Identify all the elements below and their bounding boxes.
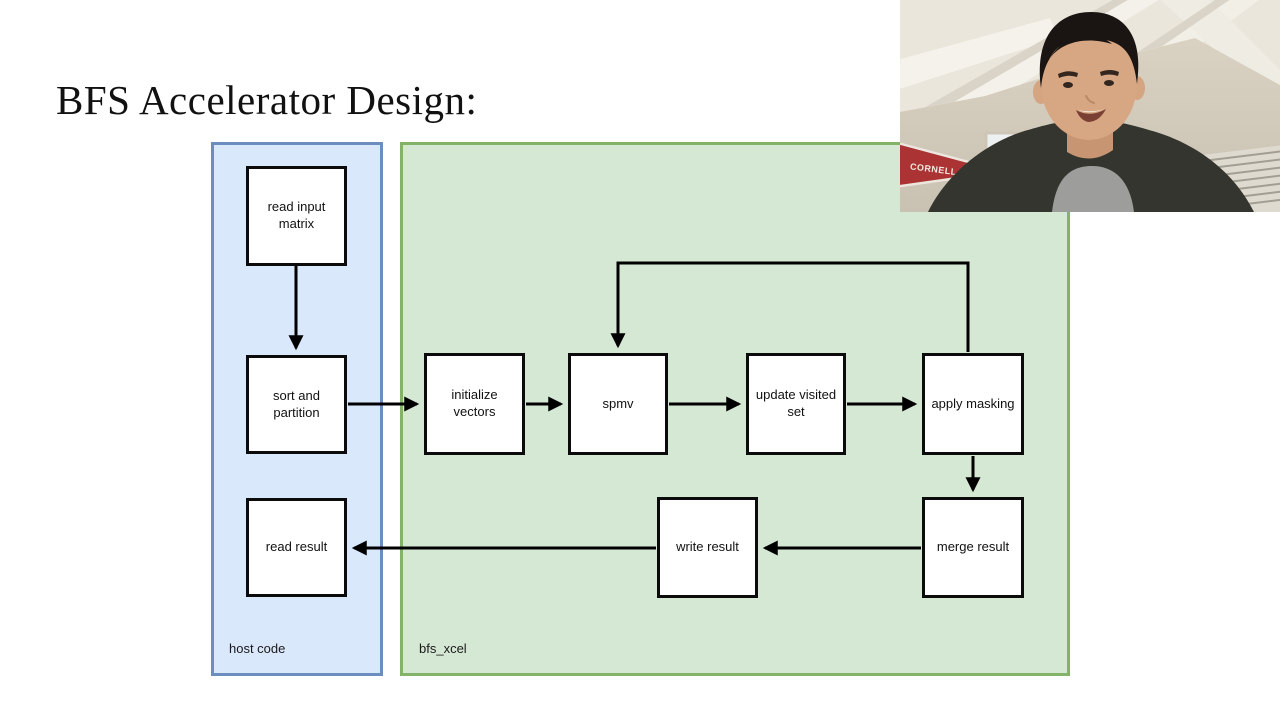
mouth — [1076, 109, 1106, 122]
webcam-overlay: CORNELL — [900, 0, 1280, 212]
node-apply-masking: apply masking — [922, 353, 1024, 455]
region-label-bfs-xcel: bfs_xcel — [419, 641, 467, 656]
speaker-avatar — [928, 12, 1254, 212]
cornell-pennant: CORNELL — [900, 141, 1005, 189]
hair-fringe — [1050, 35, 1112, 58]
hair — [1039, 12, 1139, 88]
face-features — [1058, 70, 1119, 104]
node-spmv: spmv — [568, 353, 668, 455]
node-sort-and-partition: sort and partition — [246, 355, 347, 454]
node-write-result: write result — [657, 497, 758, 598]
node-update-visited-set: update visited set — [746, 353, 846, 455]
page-title: BFS Accelerator Design: — [56, 77, 478, 123]
node-initialize-vectors: initialize vectors — [424, 353, 525, 455]
node-read-result: read result — [246, 498, 347, 597]
region-label-host-code: host code — [229, 641, 286, 656]
face — [1041, 28, 1137, 140]
hoodie — [928, 120, 1254, 212]
webcam-scene: CORNELL — [900, 0, 1280, 212]
node-merge-result: merge result — [922, 497, 1024, 598]
node-read-input-matrix: read input matrix — [246, 166, 347, 266]
shirt-collar — [1052, 166, 1134, 212]
